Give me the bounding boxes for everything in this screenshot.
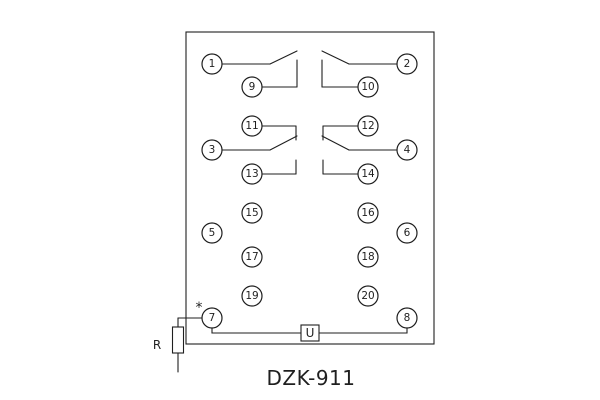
terminal-9: 9 bbox=[241, 76, 263, 98]
svg-text:3: 3 bbox=[209, 144, 216, 156]
svg-text:8: 8 bbox=[404, 312, 411, 324]
svg-text:14: 14 bbox=[361, 168, 375, 180]
svg-text:1: 1 bbox=[209, 58, 216, 70]
u-component-symbol bbox=[300, 324, 320, 342]
terminal-1: 1 bbox=[201, 53, 223, 75]
resistor: R bbox=[153, 326, 185, 354]
svg-text:10: 10 bbox=[361, 81, 374, 93]
svg-text:2: 2 bbox=[404, 58, 411, 70]
terminal-11: 11 bbox=[241, 115, 263, 137]
diagram-title: DZK-911 bbox=[266, 366, 355, 390]
coil-wiring bbox=[177, 317, 408, 373]
terminal-18: 18 bbox=[357, 246, 379, 268]
svg-text:18: 18 bbox=[361, 251, 374, 263]
terminal-6: 6 bbox=[396, 222, 418, 244]
terminal-5: 5 bbox=[201, 222, 223, 244]
svg-text:17: 17 bbox=[245, 251, 258, 263]
svg-text:13: 13 bbox=[245, 168, 258, 180]
terminal-8: 8 bbox=[396, 307, 418, 329]
u-component-label: U bbox=[306, 326, 315, 340]
terminal-13: 13 bbox=[241, 163, 263, 185]
svg-text:9: 9 bbox=[249, 81, 256, 93]
svg-text:4: 4 bbox=[404, 144, 411, 156]
terminal-10: 10 bbox=[357, 76, 379, 98]
terminal-3: 3 bbox=[201, 139, 223, 161]
terminal-20: 20 bbox=[357, 285, 379, 307]
svg-text:7: 7 bbox=[209, 312, 216, 324]
svg-text:15: 15 bbox=[245, 207, 258, 219]
svg-text:20: 20 bbox=[361, 290, 374, 302]
u-component: U bbox=[300, 324, 320, 342]
relay-case-outline bbox=[185, 31, 435, 345]
resistor-label: R bbox=[153, 338, 161, 352]
terminal-17: 17 bbox=[241, 246, 263, 268]
svg-text:5: 5 bbox=[209, 227, 216, 239]
polarity-mark: * bbox=[196, 300, 203, 316]
contact-top-right bbox=[321, 50, 398, 88]
contact-middle-left bbox=[221, 125, 298, 175]
svg-text:11: 11 bbox=[245, 120, 258, 132]
terminal-14: 14 bbox=[357, 163, 379, 185]
resistor-symbol bbox=[171, 326, 185, 354]
terminal-12: 12 bbox=[357, 115, 379, 137]
terminal-2: 2 bbox=[396, 53, 418, 75]
terminal-4: 4 bbox=[396, 139, 418, 161]
terminal-15: 15 bbox=[241, 202, 263, 224]
terminal-16: 16 bbox=[357, 202, 379, 224]
svg-text:12: 12 bbox=[361, 120, 374, 132]
terminals: 1 2 9 10 11 12 bbox=[201, 53, 418, 329]
terminal-7: 7 bbox=[201, 307, 223, 329]
svg-text:19: 19 bbox=[245, 290, 258, 302]
terminal-19: 19 bbox=[241, 285, 263, 307]
svg-text:16: 16 bbox=[361, 207, 375, 219]
contact-middle-right bbox=[321, 125, 398, 175]
contact-top-left bbox=[221, 50, 298, 88]
svg-text:6: 6 bbox=[404, 227, 411, 239]
